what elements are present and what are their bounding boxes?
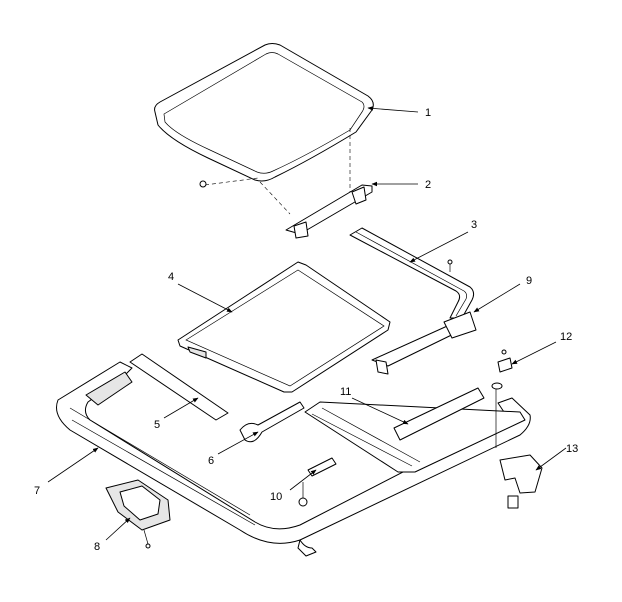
callout-5: 5 [154, 419, 160, 431]
callout-3: 3 [471, 219, 477, 231]
drain-hose [239, 401, 305, 443]
callout-9: 9 [526, 275, 532, 287]
callout-1: 1 [425, 107, 431, 119]
leader-4 [177, 283, 233, 313]
callout-8: 8 [94, 541, 100, 553]
leader-11 [351, 397, 409, 425]
callout-2: 2 [425, 179, 431, 191]
leader-9 [473, 283, 521, 313]
callout-4: 4 [168, 271, 174, 283]
callout-12: 12 [560, 331, 572, 343]
leader-8 [105, 517, 131, 541]
leader-7 [47, 447, 99, 483]
guide-rail [371, 311, 477, 375]
alignment-line [204, 177, 259, 186]
alignment-line [259, 181, 291, 215]
callout-11: 11 [340, 386, 351, 398]
drain-nut [491, 349, 513, 448]
leader-3 [409, 231, 469, 263]
glass-bolt [199, 180, 207, 188]
mounting-bracket [499, 454, 543, 509]
rail-screw [447, 259, 453, 272]
rear-seal-strip [393, 387, 485, 441]
sunroof-frame [56, 361, 531, 557]
front-seal-strip [129, 353, 229, 421]
callout-7: 7 [34, 485, 40, 497]
glass-panel [154, 43, 374, 182]
leader-1 [367, 106, 419, 113]
side-rail-right [349, 227, 475, 319]
callout-10: 10 [270, 491, 282, 503]
callout-6: 6 [208, 455, 214, 467]
leader-12 [511, 341, 557, 365]
callout-13: 13 [566, 443, 578, 455]
leader-13 [535, 447, 567, 471]
sunroof-motor [105, 479, 171, 549]
glass-bracket [285, 184, 373, 239]
sunshade-panel [177, 261, 391, 393]
leader-6 [217, 431, 259, 455]
frame-nut [298, 482, 308, 507]
leader-5 [163, 397, 199, 419]
leader-10 [289, 469, 317, 491]
